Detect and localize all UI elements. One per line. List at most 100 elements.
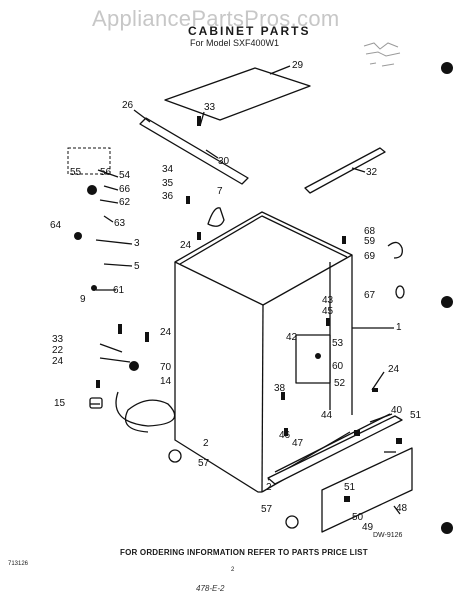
model-subtitle: For Model SXF400W1 xyxy=(190,38,280,48)
callout-32: 32 xyxy=(366,167,378,178)
caster-wheel-left xyxy=(168,449,182,463)
top-panel xyxy=(164,67,311,121)
callout-54: 54 xyxy=(119,170,131,181)
screw xyxy=(145,332,149,342)
cabinet-body xyxy=(174,211,353,493)
callout-2-lower: 2 xyxy=(266,482,272,493)
callout-33-lower: 33 xyxy=(52,334,64,345)
front-rail xyxy=(139,117,249,185)
callout-70: 70 xyxy=(160,362,172,373)
callout-24-lower-a: 24 xyxy=(160,327,172,338)
screw xyxy=(281,392,285,400)
callout-22: 22 xyxy=(52,345,64,356)
callout-1: 1 xyxy=(396,322,402,333)
callout-55: 55 xyxy=(70,167,82,178)
callout-63: 63 xyxy=(114,218,126,229)
screw xyxy=(326,318,330,326)
switch-knob xyxy=(315,353,321,359)
callout-56: 56 xyxy=(100,167,112,178)
callout-44: 44 xyxy=(321,410,333,421)
callout-34: 34 xyxy=(162,164,174,175)
side-rail xyxy=(304,147,386,194)
callout-7: 7 xyxy=(217,186,223,197)
detail-box xyxy=(67,147,111,175)
binder-hole-bottom xyxy=(441,522,453,534)
callout-59: 59 xyxy=(364,236,376,247)
callout-57: 57 xyxy=(198,458,210,469)
diagram-title: CABINET PARTS xyxy=(188,24,311,38)
callout-33: 33 xyxy=(204,102,216,113)
callout-46: 46 xyxy=(279,430,291,441)
callout-51: 51 xyxy=(410,410,422,421)
callout-15: 15 xyxy=(54,398,66,409)
callout-40: 40 xyxy=(391,405,403,416)
leveling-foot xyxy=(395,285,405,299)
clip xyxy=(396,438,402,444)
latch-bracket xyxy=(387,241,403,259)
hinge-bracket xyxy=(207,207,225,227)
callout-60: 60 xyxy=(332,361,344,372)
caster-wheel-right xyxy=(285,515,299,529)
callout-66: 66 xyxy=(119,184,131,195)
valve-assembly xyxy=(87,185,97,195)
callout-5: 5 xyxy=(134,261,140,272)
base-rail xyxy=(267,415,403,485)
callout-30: 30 xyxy=(218,156,230,167)
callout-38: 38 xyxy=(274,383,286,394)
screw xyxy=(197,232,201,240)
callout-52: 52 xyxy=(334,378,346,389)
callout-62: 62 xyxy=(119,197,131,208)
callout-57-lower: 57 xyxy=(261,504,273,515)
callout-9: 9 xyxy=(80,294,86,305)
callout-61: 61 xyxy=(113,285,125,296)
screw xyxy=(96,380,100,388)
callout-24-right: 24 xyxy=(388,364,400,375)
screw xyxy=(118,324,122,334)
binder-hole-top xyxy=(441,62,453,74)
callout-50: 50 xyxy=(352,512,364,523)
callout-51-lower: 51 xyxy=(344,482,356,493)
callout-43: 43 xyxy=(322,295,334,306)
callout-26: 26 xyxy=(122,100,134,111)
strain-relief xyxy=(129,361,139,371)
screw xyxy=(372,388,378,392)
callout-24-lower-b: 24 xyxy=(52,356,64,367)
drawing-number: DW-9126 xyxy=(373,532,403,539)
power-cord xyxy=(115,391,176,433)
corner-scribble xyxy=(363,42,401,67)
binder-hole-middle xyxy=(441,296,453,308)
screw xyxy=(197,116,201,126)
cord-plug xyxy=(89,397,103,409)
clamp xyxy=(91,285,97,291)
screw xyxy=(342,236,346,244)
control-bracket xyxy=(295,334,331,384)
callout-36: 36 xyxy=(162,191,174,202)
clip xyxy=(354,430,360,436)
callout-47: 47 xyxy=(292,438,304,449)
callout-35: 35 xyxy=(162,178,174,189)
valve-part xyxy=(74,232,82,240)
callout-68: 68 xyxy=(364,226,376,237)
callout-67: 67 xyxy=(364,290,376,301)
kick-panel xyxy=(321,447,413,533)
callout-3: 3 xyxy=(134,238,140,249)
screw xyxy=(186,196,190,204)
callout-45: 45 xyxy=(322,306,334,317)
callout-29: 29 xyxy=(292,60,304,71)
screw xyxy=(284,428,288,436)
callout-2: 2 xyxy=(203,438,209,449)
callout-48: 48 xyxy=(396,503,408,514)
callout-64: 64 xyxy=(50,220,62,231)
catalog-code: 713126 xyxy=(8,561,29,567)
callout-49: 49 xyxy=(362,522,374,533)
callout-24: 24 xyxy=(180,240,192,251)
ordering-note: FOR ORDERING INFORMATION REFER TO PARTS … xyxy=(120,548,368,557)
clip xyxy=(344,496,350,502)
watermark: AppliancePartsPros.com xyxy=(92,6,340,31)
handwritten-note: 478-E-2 xyxy=(196,584,225,593)
callout-42: 42 xyxy=(286,332,298,343)
page-number: 2 xyxy=(231,567,235,573)
callout-69: 69 xyxy=(364,251,376,262)
